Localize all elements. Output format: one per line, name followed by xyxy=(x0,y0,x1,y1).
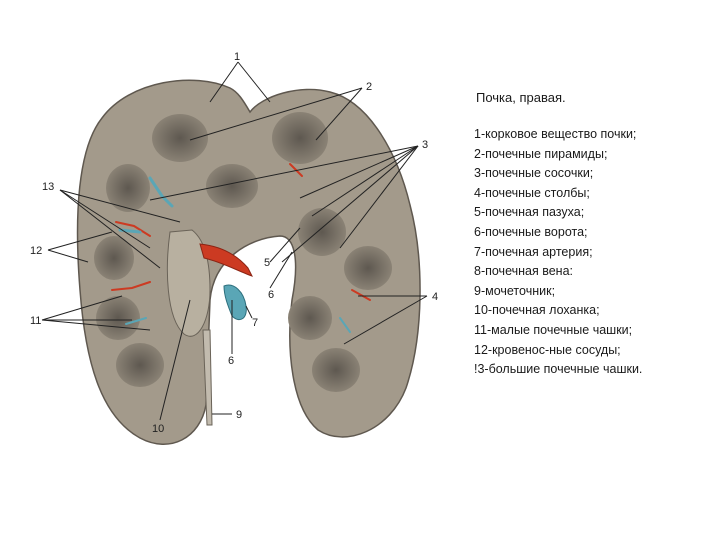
label-6b: 6 xyxy=(228,355,234,367)
figure-labels: 1 2 3 4 5 6 7 6 9 10 11 12 13 xyxy=(30,51,438,435)
label-9: 9 xyxy=(236,409,242,421)
ureter xyxy=(202,329,213,426)
label-1: 1 xyxy=(234,51,240,63)
legend-item: 4-почечные столбы; xyxy=(474,185,590,200)
legend-item: 8-почечная вена: xyxy=(474,264,573,279)
legend-item: !3-большие почечные чашки. xyxy=(474,362,643,377)
legend-item: 9-мочеточник; xyxy=(474,283,556,298)
label-3: 3 xyxy=(422,139,428,151)
legend-list: 1-корковое вещество почки; 2-почечные пи… xyxy=(474,125,714,380)
legend-item: 5-почечная пазуха; xyxy=(474,205,585,220)
legend-item: 12-кровенос-ные сосуды; xyxy=(474,342,621,357)
legend-item: 2-почечные пирамиды; xyxy=(474,146,608,161)
blood-vessels xyxy=(111,163,371,333)
legend-item: 3-почечные сосочки; xyxy=(474,166,594,181)
legend-item: 7-почечная артерия; xyxy=(474,244,593,259)
label-2: 2 xyxy=(366,81,372,93)
kidney-illustration: 1 2 3 4 5 6 7 6 9 10 11 12 13 xyxy=(30,51,438,446)
figure-title: Почка, правая. xyxy=(476,90,566,105)
label-5: 5 xyxy=(264,257,270,269)
legend-panel: Почка, правая. 1-корковое вещество почки… xyxy=(474,90,714,380)
legend-item: 10-почечная лоханка; xyxy=(474,303,600,318)
renal-pyramids xyxy=(94,112,392,392)
renal-artery xyxy=(199,243,253,277)
label-10: 10 xyxy=(152,423,164,435)
leader-lines xyxy=(41,61,428,421)
label-12: 12 xyxy=(30,245,42,257)
label-11: 11 xyxy=(30,315,41,327)
label-6: 6 xyxy=(268,289,274,301)
label-7: 7 xyxy=(252,317,258,329)
legend-item: 6-почечные ворота; xyxy=(474,224,588,239)
label-13: 13 xyxy=(42,181,54,193)
renal-vein xyxy=(223,284,247,321)
legend-item: 1-корковое вещество почки; xyxy=(474,127,637,141)
label-4: 4 xyxy=(432,291,438,303)
legend-item: 11-малые почечные чашки; xyxy=(474,322,633,337)
